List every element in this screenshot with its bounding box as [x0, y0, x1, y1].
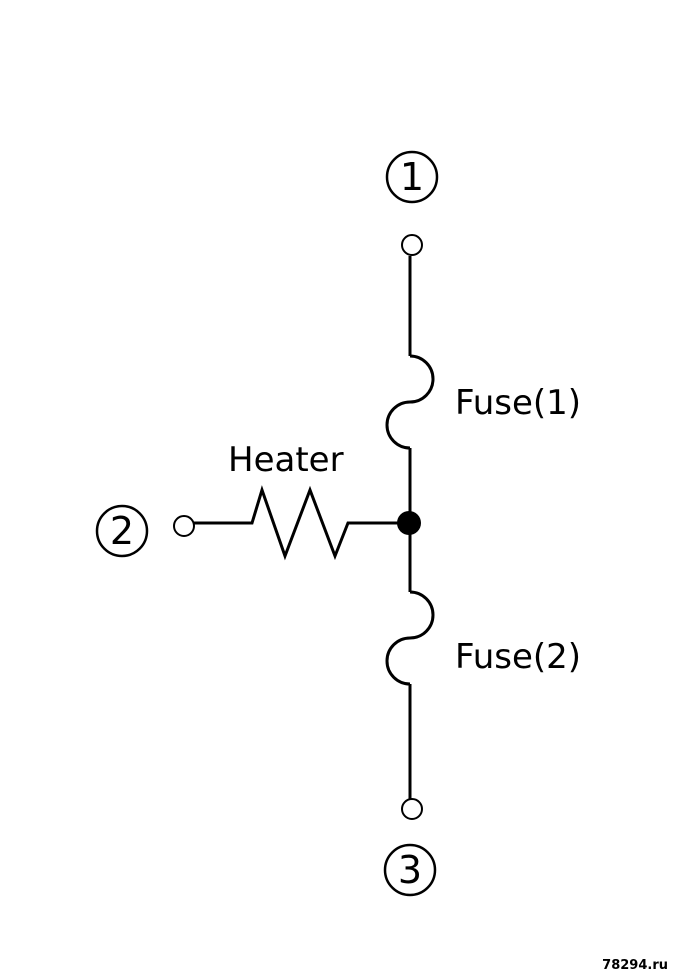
pin-1-label: 1 — [385, 150, 439, 204]
fuse-1-label: Fuse(1) — [455, 383, 581, 423]
heater-label: Heater — [228, 440, 344, 480]
watermark: 78294.ru — [602, 958, 668, 973]
pin-2-label: 2 — [95, 504, 149, 558]
pin-1-number: 1 — [400, 155, 424, 199]
fuse-2-symbol — [385, 590, 435, 686]
pin-1-terminal — [401, 234, 423, 256]
pin-2-circle — [95, 504, 149, 558]
pin-2-number: 2 — [110, 509, 134, 553]
pin-3-circle — [383, 843, 437, 897]
pin-3-label: 3 — [383, 843, 437, 897]
pin-2-terminal — [173, 515, 195, 537]
fuse-1-symbol — [385, 354, 435, 450]
pin-3-terminal — [401, 798, 423, 820]
pin-3-number: 3 — [398, 848, 422, 892]
heater-resistor-symbol — [194, 485, 404, 561]
fuse-2-label: Fuse(2) — [455, 637, 581, 677]
pin-1-circle — [385, 150, 439, 204]
